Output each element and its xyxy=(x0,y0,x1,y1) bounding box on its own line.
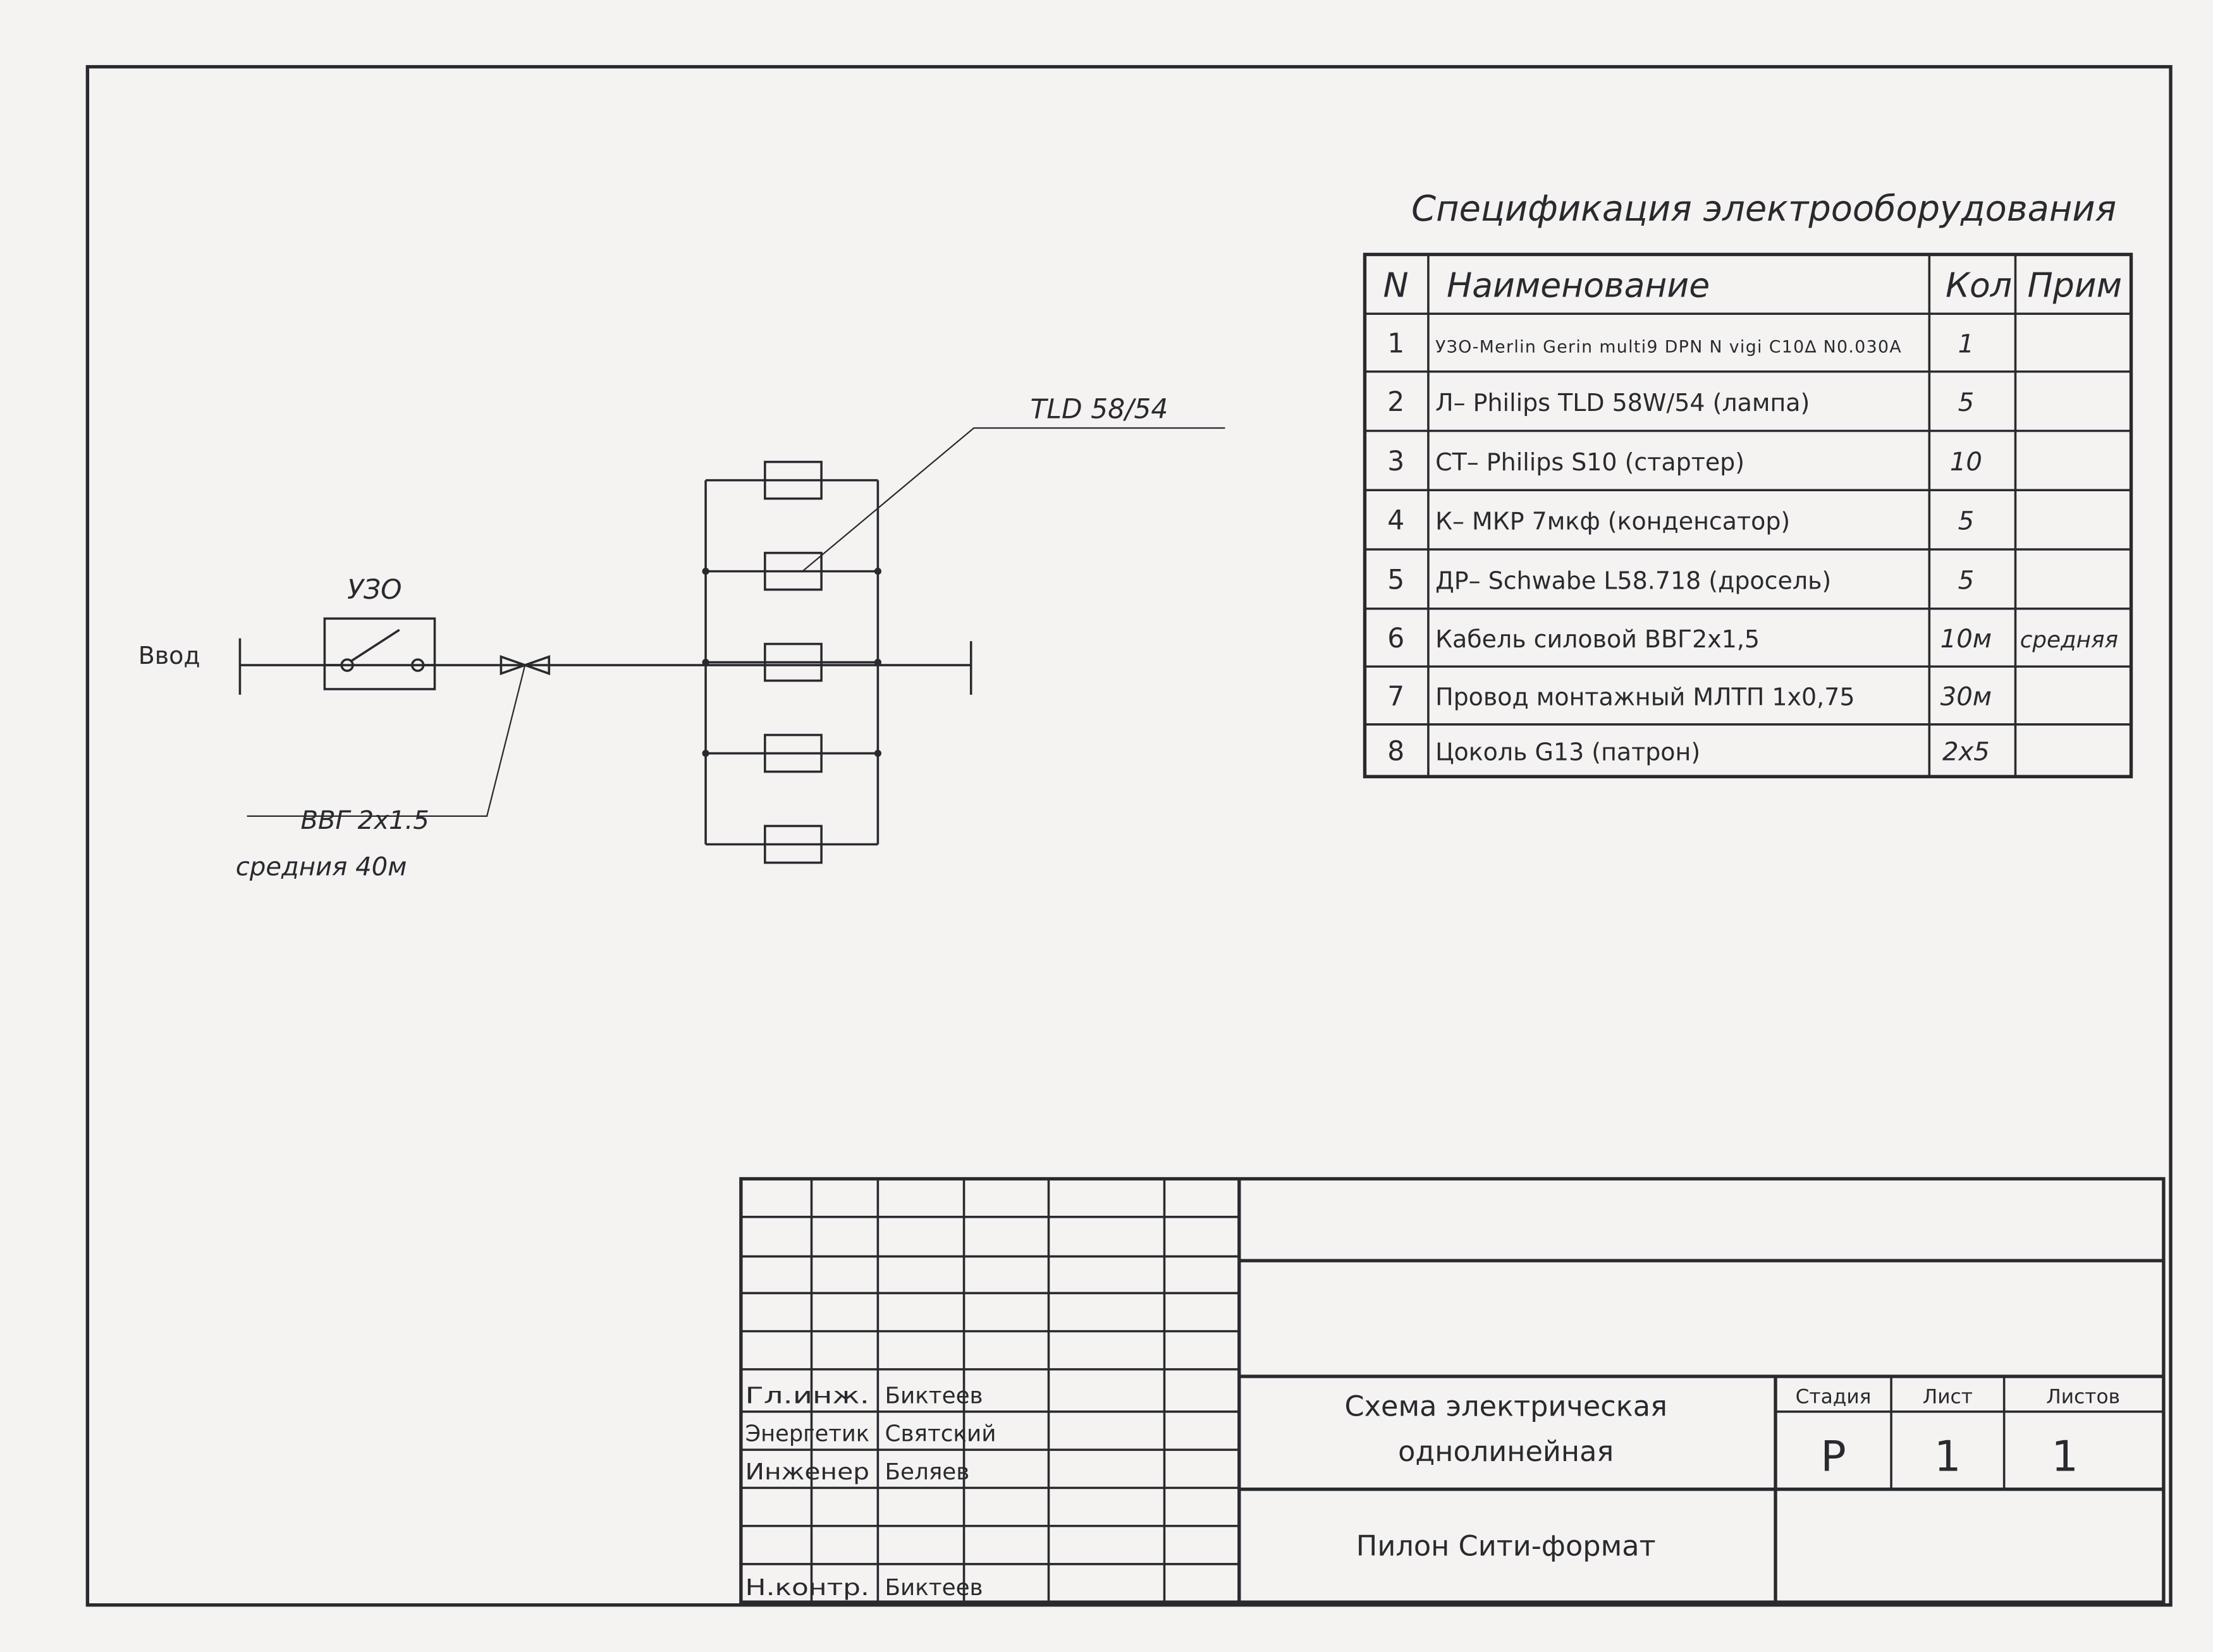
spec-row-name: ДР– Schwabe L58.718 (дросель) xyxy=(1435,567,1831,595)
lamp-label: TLD 58/54 xyxy=(1030,394,1168,425)
stage-label: Стадия xyxy=(1796,1385,1872,1408)
spec-row-number: 4 xyxy=(1387,506,1404,537)
spec-row-qty: 2х5 xyxy=(1942,738,1990,767)
signature-name: Биктеев xyxy=(885,1575,983,1601)
input-label: Ввод xyxy=(138,642,200,670)
project-name: Пилон Сити-формат xyxy=(1356,1530,1656,1563)
spec-row-qty: 1 xyxy=(1958,330,1975,359)
lamp-symbol xyxy=(764,551,823,591)
spec-row-number: 5 xyxy=(1387,565,1404,596)
spec-row-name: Цоколь G13 (патрон) xyxy=(1435,738,1700,766)
cable-label: ВВГ 2х1.5 xyxy=(300,806,429,835)
cable-note: средния 40м xyxy=(236,853,407,882)
spec-row-qty: 10 xyxy=(1950,448,1982,477)
spec-header-cell: Кол xyxy=(1946,265,2012,305)
spec-row-qty: 5 xyxy=(1958,566,1975,595)
lamp-symbol xyxy=(764,733,823,773)
spec-row-qty: 5 xyxy=(1958,388,1975,417)
spec-header-cell: Наименование xyxy=(1447,265,1710,305)
specification: Спецификация электрооборудования N Наимен… xyxy=(1363,188,2133,779)
rcd-label: УЗО xyxy=(347,575,402,606)
drawing-frame xyxy=(85,64,2173,1607)
spec-row-name: УЗО-Merlin Gerin multi9 DPN N vigi C10∆ … xyxy=(1435,338,1901,357)
drawing-title-line2: однолинейная xyxy=(1398,1435,1614,1468)
lamp-group xyxy=(702,460,881,864)
sheet-label: Лист xyxy=(1923,1385,1973,1408)
signature-name: Беляев xyxy=(885,1459,970,1485)
signature-role: Н.контр. xyxy=(745,1575,869,1601)
spec-row-number: 7 xyxy=(1387,682,1404,713)
spec-row-name: Л– Philips TLD 58W/54 (лампа) xyxy=(1435,389,1810,417)
spec-header-cell: Прим xyxy=(2028,265,2122,305)
spec-row-qty: 5 xyxy=(1958,507,1975,536)
signature-role: Инженер xyxy=(745,1459,869,1485)
spec-row-number: 1 xyxy=(1387,329,1404,360)
spec-title: Спецификация электрооборудования xyxy=(1411,188,2116,229)
rcd-switch-symbol xyxy=(323,617,436,690)
spec-row-qty: 30м xyxy=(1940,683,1992,712)
sheets-value: 1 xyxy=(2051,1432,2078,1481)
stage-value: Р xyxy=(1820,1432,1846,1481)
lamp-symbol xyxy=(764,460,823,500)
sheets-label: Листов xyxy=(2046,1385,2120,1408)
spec-row-name: Провод монтажный МЛТП 1х0,75 xyxy=(1435,683,1854,711)
drawing-title-line1: Схема электрическая xyxy=(1344,1390,1667,1423)
lamp-symbol xyxy=(764,824,823,864)
spec-row-number: 2 xyxy=(1387,387,1404,418)
single-line-schematic: Ввод УЗО ВВГ 2х1.5 средния 40м TLD 58/54 xyxy=(138,394,1225,882)
spec-row-note: средняя xyxy=(2020,627,2118,653)
lamp-symbol xyxy=(764,642,823,682)
spec-row-number: 3 xyxy=(1387,446,1404,477)
spec-row-name: СТ– Philips S10 (стартер) xyxy=(1435,448,1744,476)
spec-header-cell: N xyxy=(1383,265,1409,305)
spec-row-qty: 10м xyxy=(1940,625,1992,654)
signature-role: Гл.инж. xyxy=(745,1383,869,1409)
signature-name: Биктеев xyxy=(885,1383,983,1409)
signature-name: Святский xyxy=(885,1421,996,1447)
spec-row-name: К– МКР 7мкф (конденсатор) xyxy=(1435,508,1790,535)
sheet-value: 1 xyxy=(1934,1432,1961,1481)
spec-row-number: 8 xyxy=(1387,737,1404,768)
spec-row-name: Кабель силовой ВВГ2х1,5 xyxy=(1435,625,1760,653)
cable-connector-symbol xyxy=(500,655,551,675)
signature-role: Энергетик xyxy=(745,1421,869,1447)
spec-row-number: 6 xyxy=(1387,623,1404,654)
